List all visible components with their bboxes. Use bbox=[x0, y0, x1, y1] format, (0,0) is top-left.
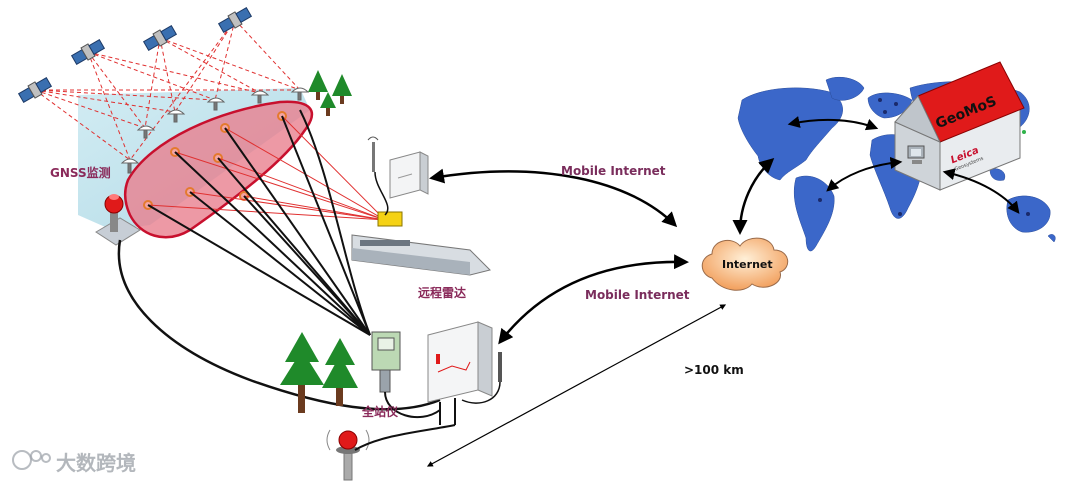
station-links bbox=[147, 109, 371, 336]
mobile-internet-label: Mobile Internet bbox=[561, 164, 666, 178]
satellite-icon bbox=[217, 6, 253, 34]
warning-beacon-icon bbox=[326, 429, 370, 481]
mobile-internet-label: Mobile Internet bbox=[585, 288, 690, 302]
cloud-to-map-link bbox=[732, 157, 775, 235]
geomos-link-sa bbox=[826, 156, 903, 192]
long-range-link bbox=[426, 304, 727, 467]
total-station-label: 全站仪 bbox=[361, 404, 399, 419]
gnss-cable bbox=[117, 239, 441, 411]
radar-links bbox=[147, 115, 386, 221]
mobile-link-top bbox=[429, 168, 678, 228]
geomos-link-na bbox=[787, 116, 879, 131]
satellite-icon bbox=[70, 38, 106, 66]
geomos-link-au bbox=[942, 168, 1020, 214]
tree-icon bbox=[280, 332, 358, 413]
map-markers bbox=[818, 98, 1030, 216]
tree-icon bbox=[308, 70, 352, 116]
radar-label: 远程雷达 bbox=[418, 285, 466, 300]
control-box-icon bbox=[367, 136, 429, 216]
gnss-antenna-icon bbox=[120, 87, 310, 174]
survey-area bbox=[124, 100, 314, 239]
gnss-station-base bbox=[95, 194, 141, 246]
internet-cloud-icon bbox=[701, 237, 789, 291]
distance-label: >100 km bbox=[684, 363, 744, 377]
radar-icon bbox=[351, 211, 491, 276]
satellite-icon bbox=[142, 24, 178, 52]
computer-icon bbox=[907, 145, 925, 164]
satellite-icon bbox=[17, 76, 53, 104]
satellite-links bbox=[34, 19, 301, 161]
beacon-cable bbox=[354, 424, 456, 451]
watermark-text: 大数跨境 bbox=[56, 451, 136, 475]
internet-label: Internet bbox=[722, 258, 773, 271]
gnss-label: GNSS监测 bbox=[50, 165, 111, 180]
watermark: 大数跨境 bbox=[12, 450, 136, 475]
control-box-icon bbox=[427, 321, 502, 425]
